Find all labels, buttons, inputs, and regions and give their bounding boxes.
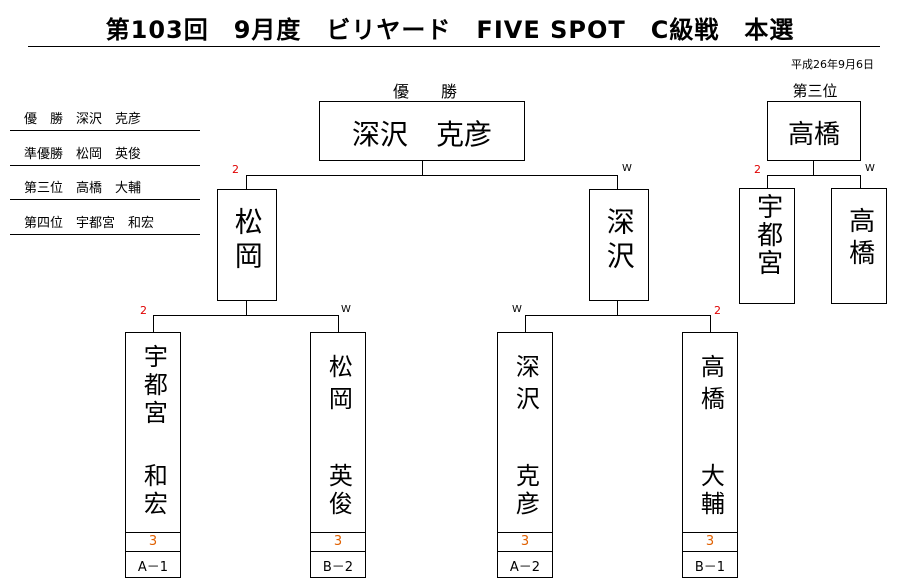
semifinal-name-right-text: 深沢 [602,207,636,275]
semi-right-bar [525,315,711,316]
semifinal-name-left-text: 松岡 [230,207,264,275]
player-4-surname: 高橋 [696,354,725,418]
page-title: 第103回 9月度 ビリヤード FIVE SPOT C級戦 本選 [105,16,795,44]
semi-left-stem [246,301,247,316]
result-row-1: 優 勝 深沢 克彦 [10,108,200,131]
semi-left-drop-b [338,315,339,332]
handicap-4: 3 [705,534,715,549]
event-date: 平成26年9月6日 [791,58,874,71]
third-player-box-right [831,188,887,304]
final-score-right: W [622,163,632,174]
divider [310,532,366,533]
semifinal-box-right [589,189,649,301]
final-left-drop [246,175,247,189]
slot-3: A－2 [509,560,541,575]
player-3-given: 克彦 [511,463,540,519]
divider [310,551,366,552]
divider [125,532,181,533]
player-3-name: 深沢 克彦 [497,336,553,526]
semi-right-drop-a [525,315,526,332]
player-column-1 [125,332,181,578]
r1-score-4: 2 [714,304,721,317]
player-3-surname: 深沢 [511,354,540,418]
player-1-surname: 宇都宮 [139,344,168,428]
third-place-box [767,101,861,161]
slot-4: B－1 [694,560,726,575]
third-score-left: 2 [754,163,761,176]
third-place-label: 第三位 [792,82,838,100]
third-bar [767,175,861,176]
result-name: 松岡 英俊 [76,147,142,162]
semi-right-stem [617,301,618,316]
slot-2: B－2 [322,560,354,575]
semifinal-name-right: 深沢 [589,207,649,275]
player-2-given: 英俊 [324,463,353,519]
final-score-left: 2 [232,163,239,176]
result-name: 高橋 大輔 [76,181,142,196]
player-4-given: 大輔 [696,463,725,519]
handicap-3: 3 [520,534,530,549]
final-stem [422,161,423,176]
player-4-name: 高橋 大輔 [682,336,738,526]
result-rank: 第四位 [24,216,64,231]
result-rank: 第三位 [24,181,64,196]
semi-right-drop-b [710,315,711,332]
third-player-left: 宇都宮 [739,193,795,277]
player-2-surname: 松岡 [324,354,353,418]
third-player-right-text: 高橋 [844,207,875,271]
third-drop-left [767,175,768,188]
third-place-name: 高橋 [787,120,840,150]
final-bar [246,175,618,176]
third-player-left-text: 宇都宮 [752,193,783,277]
third-player-right: 高橋 [831,207,887,271]
semi-left-drop-a [153,315,154,332]
player-1-given: 和宏 [139,463,168,519]
slot-1: A－1 [137,560,169,575]
champion-box [319,101,525,161]
divider [497,551,553,552]
player-2-name: 松岡 英俊 [310,336,366,526]
divider [497,532,553,533]
champion-name: 深沢 克彦 [351,118,492,151]
final-right-drop [617,175,618,189]
player-1-name: 宇都宮 和宏 [125,336,181,526]
result-row-4: 第四位 宇都宮 和宏 [10,212,200,235]
result-name: 宇都宮 和宏 [76,216,155,231]
semifinal-name-left: 松岡 [217,207,277,275]
third-score-right: W [865,163,875,174]
divider [682,551,738,552]
r1-score-2: W [341,304,351,315]
handicap-2: 3 [333,534,343,549]
player-column-4 [682,332,738,578]
divider [125,551,181,552]
result-row-2: 準優勝 松岡 英俊 [10,143,200,166]
result-name: 深沢 克彦 [76,112,142,127]
third-stem [813,161,814,176]
third-drop-right [860,175,861,188]
r1-score-1: 2 [140,304,147,317]
divider [682,532,738,533]
champion-label: 優 勝 [392,82,457,101]
semi-left-bar [153,315,339,316]
handicap-1: 3 [148,534,158,549]
result-rank: 準優勝 [24,147,64,162]
r1-score-3: W [512,304,522,315]
result-row-3: 第三位 高橋 大輔 [10,177,200,200]
result-rank: 優 勝 [24,112,64,127]
player-column-2 [310,332,366,578]
player-column-3 [497,332,553,578]
semifinal-box-left [217,189,277,301]
third-player-box-left [739,188,795,304]
title-underline [28,46,880,47]
